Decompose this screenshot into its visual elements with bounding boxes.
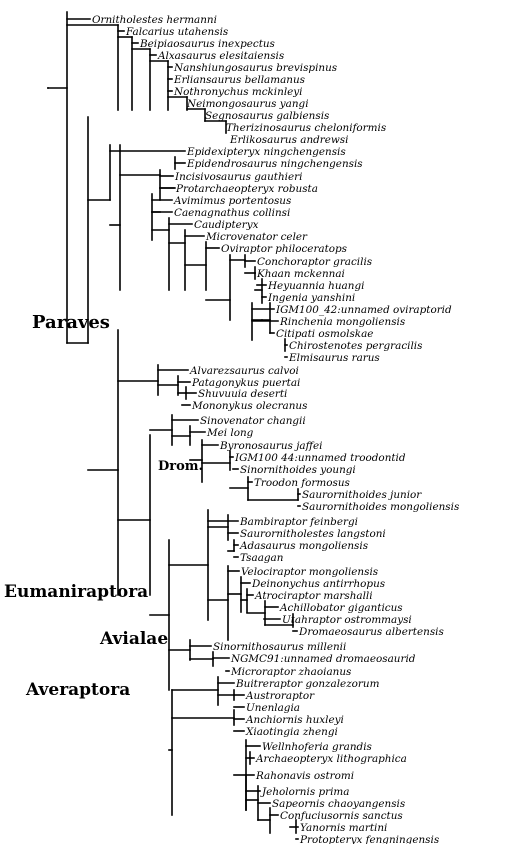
- taxon-label: Protarchaeopteryx robusta: [175, 183, 318, 195]
- taxon-label: Achillobator giganticus: [279, 602, 403, 614]
- taxon-label: Microvenator celer: [205, 231, 308, 243]
- taxon-label: Nanshiungosaurus brevispinus: [173, 62, 337, 74]
- taxon-label: Xiaotingia zhengi: [245, 726, 338, 738]
- taxon-label: Erliansaurus bellamanus: [173, 74, 305, 86]
- taxon-label: Segnosaurus galbiensis: [205, 110, 329, 122]
- taxon-label: NGMC91:unnamed dromaeosaurid: [230, 653, 416, 665]
- taxon-label: Saurornithoides mongoliensis: [302, 501, 459, 513]
- taxon-label: Conchoraptor gracilis: [257, 256, 372, 268]
- taxon-label: Khaan mckennai: [256, 268, 345, 280]
- clade-label-eumaniraptora: Eumaniraptora: [4, 582, 148, 602]
- taxon-label: Patagonykus puertai: [191, 377, 300, 389]
- taxon-label: IGM100 44:unnamed troodontid: [234, 452, 406, 464]
- taxon-label: Alxasaurus elesitaiensis: [157, 50, 284, 62]
- taxon-label: Sinovenator changii: [200, 415, 306, 427]
- taxon-label: Caenagnathus collinsi: [174, 207, 290, 219]
- taxon-label: Chirostenotes pergracilis: [289, 340, 422, 352]
- taxon-label: Mononykus olecranus: [191, 400, 307, 412]
- tree-branches: [47, 11, 301, 840]
- taxon-label: IGM100_42:unnamed oviraptorid: [275, 304, 452, 316]
- taxon-label: Epidendrosaurus ningchengensis: [186, 158, 363, 170]
- taxon-label: Confuciusornis sanctus: [280, 810, 403, 822]
- taxon-label: Neimongosaurus yangi: [186, 98, 309, 110]
- taxon-label: Therizinosaurus cheloniformis: [226, 122, 386, 134]
- taxon-label: Unenlagia: [246, 702, 300, 714]
- clade-label-avialae: Avialae: [99, 629, 168, 649]
- taxon-label: Nothronychus mckinleyi: [173, 86, 303, 98]
- taxon-label: Alvarezsaurus calvoi: [189, 365, 299, 377]
- taxon-label: Utahraptor ostrommaysi: [282, 614, 412, 626]
- taxon-label: Avimimus portentosus: [173, 195, 291, 207]
- taxon-label: Wellnhoferia grandis: [262, 741, 372, 753]
- taxon-label: Sinornithoides youngi: [240, 464, 356, 476]
- taxon-label: Heyuannia huangi: [267, 280, 364, 292]
- clade-label-drom: Drom.: [158, 459, 203, 474]
- taxon-label: Falcarius utahensis: [125, 26, 228, 38]
- clade-label-averaptora: Averaptora: [25, 680, 130, 700]
- taxon-label: Elmisaurus rarus: [288, 352, 380, 364]
- clade-label-paraves: Paraves: [32, 312, 110, 333]
- taxon-label: Buitreraptor gonzalezorum: [235, 678, 380, 690]
- taxon-label: Ornitholestes hermanni: [92, 14, 217, 26]
- taxon-label: Sapeornis chaoyangensis: [272, 798, 405, 810]
- taxon-label: Ingenia yanshini: [267, 292, 355, 304]
- taxon-label: Microraptor zhaoianus: [230, 666, 351, 678]
- taxon-label: Deinonychus antirrhopus: [251, 578, 385, 590]
- taxon-label: Caudipteryx: [194, 219, 259, 231]
- taxon-label: Yanornis martini: [300, 822, 387, 834]
- taxon-label: Bambiraptor feinbergi: [239, 516, 358, 528]
- taxon-label: Anchiornis huxleyi: [245, 714, 344, 726]
- taxon-label: Rinchenia mongoliensis: [279, 316, 405, 328]
- taxon-label: Saurornithoides junior: [302, 489, 422, 501]
- taxon-label: Atrociraptor marshalli: [254, 590, 373, 602]
- taxon-label: Protopteryx fengningensis: [299, 834, 439, 844]
- taxon-label: Oviraptor philoceratops: [221, 243, 347, 255]
- taxon-label: Velociraptor mongoliensis: [241, 566, 378, 578]
- taxon-label: Jeholornis prima: [260, 786, 349, 798]
- taxon-label: Mei long: [206, 427, 254, 439]
- taxon-label: Byronosaurus jaffei: [219, 440, 322, 452]
- taxon-label: Rahonavis ostromi: [255, 770, 354, 782]
- taxon-label: Erlikosaurus andrewsi: [229, 134, 348, 146]
- taxon-label: Sinornithosaurus millenii: [213, 641, 346, 653]
- taxon-label: Beipiaosaurus inexpectus: [139, 38, 275, 50]
- taxon-label: Troodon formosus: [254, 477, 350, 489]
- taxon-label: Epidexipteryx ningchengensis: [186, 146, 346, 158]
- taxon-label: Saurornitholestes langstoni: [240, 528, 386, 540]
- taxon-label: Austroraptor: [245, 690, 315, 702]
- taxon-label: Tsaagan: [240, 552, 283, 564]
- taxon-label: Dromaeosaurus albertensis: [298, 626, 444, 638]
- taxon-label: Citipati osmolskae: [276, 328, 373, 340]
- taxon-label: Incisivosaurus gauthieri: [174, 171, 302, 183]
- taxon-label: Shuvuuia deserti: [198, 388, 287, 400]
- taxon-label: Adasaurus mongoliensis: [239, 540, 368, 552]
- taxon-label: Archaeopteryx lithographica: [255, 753, 407, 765]
